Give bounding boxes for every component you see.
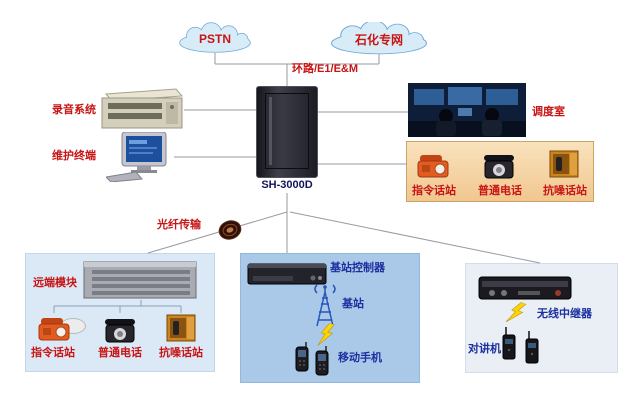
noise-phone-label: 抗噪话站 — [543, 185, 587, 197]
command-phone-label: 指令话站 — [31, 347, 75, 359]
regular-phone-label: 普通电话 — [478, 185, 522, 197]
pstn-label: PSTN — [198, 32, 231, 46]
private-network-cloud: 石化专网 — [328, 22, 430, 56]
noise-phone-label: 抗噪话站 — [159, 347, 203, 359]
pstn-cloud: PSTN — [177, 22, 253, 56]
trunk-link-label: 环路/E1/E&M — [292, 63, 359, 75]
lightning-icon — [316, 322, 337, 349]
command-phone-label: 指令话站 — [412, 185, 456, 197]
maintenance-terminal-icon — [106, 132, 172, 182]
regular-phone-icon — [103, 314, 137, 344]
sh3000d-cabinet — [256, 86, 318, 178]
command-phone-icon — [37, 314, 71, 342]
cloud-icon — [331, 22, 427, 55]
recording-system-label: 录音系统 — [52, 104, 96, 116]
recording-system-icon — [100, 86, 184, 132]
fiber-coil-icon — [215, 216, 245, 244]
fiber-transmission-label: 光纤传输 — [157, 219, 201, 231]
base-station-label: 基站 — [342, 298, 364, 310]
maintenance-terminal-label: 维护终端 — [52, 150, 96, 162]
dispatch-room-image — [408, 83, 526, 137]
regular-phone-icon — [482, 150, 516, 180]
mobile-phone-icon — [293, 341, 311, 373]
private-network-label: 石化专网 — [354, 32, 403, 47]
walkie-talkie-icon — [524, 331, 540, 365]
remote-module-label: 远端模块 — [33, 277, 77, 289]
regular-phone-label: 普通电话 — [98, 347, 142, 359]
dispatch-room-label: 调度室 — [532, 106, 565, 118]
noise-phone-icon — [548, 149, 580, 179]
mobile-phone-icon — [313, 345, 331, 377]
antenna-tower-icon — [303, 284, 347, 328]
cabinet-model-label: SH-3000D — [261, 179, 313, 191]
base-controller-icon — [247, 260, 327, 288]
wireless-repeater-label: 无线中继器 — [537, 308, 592, 320]
walkie-talkie-icon — [501, 327, 517, 361]
mobile-phone-label: 移动手机 — [338, 352, 382, 364]
remote-module-rack-icon — [82, 258, 198, 300]
base-controller-label: 基站控制器 — [330, 262, 385, 274]
command-phone-icon — [416, 151, 450, 179]
cloud-icon — [179, 22, 251, 53]
lightning-icon — [504, 299, 528, 327]
walkie-talkie-label: 对讲机 — [468, 343, 501, 355]
noise-phone-icon — [165, 313, 197, 343]
wireless-repeater-icon — [478, 274, 572, 302]
